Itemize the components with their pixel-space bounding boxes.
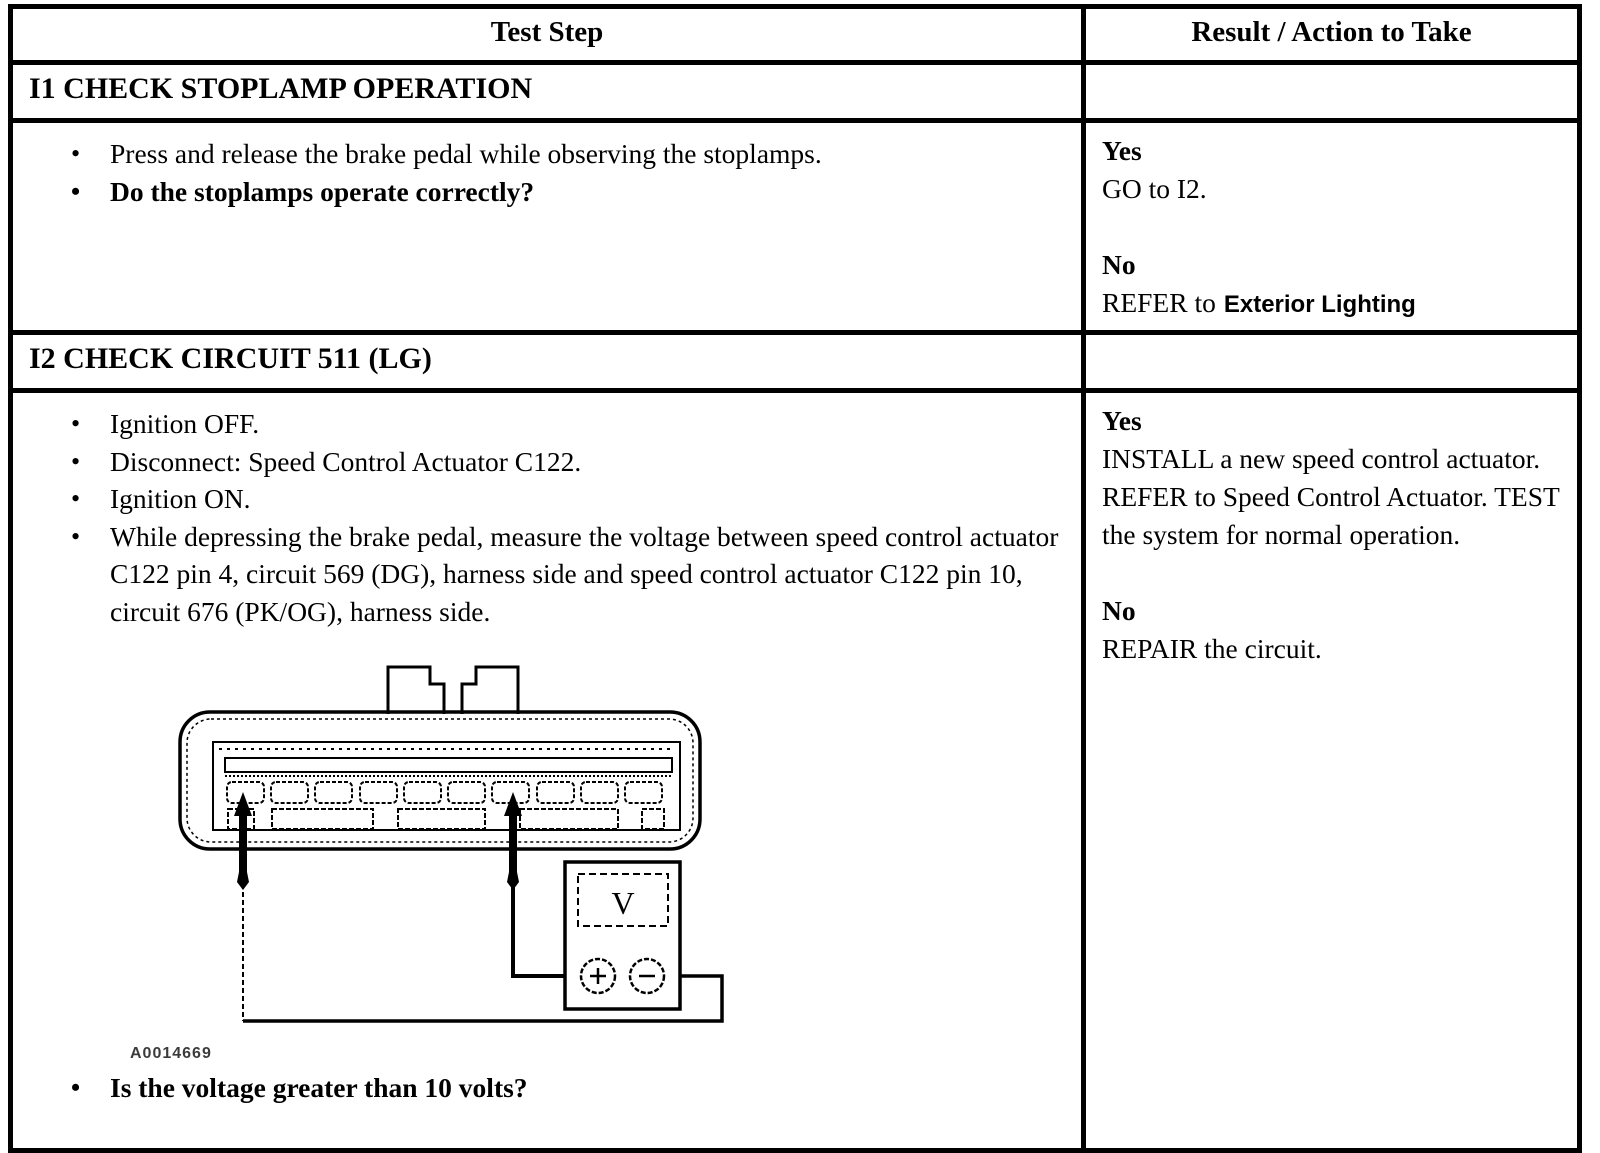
step-i1-body-row: Press and release the brake pedal while … <box>13 123 1577 335</box>
step-i1-result-cell: Yes GO to I2. No REFER to Exterior Lighti… <box>1086 123 1577 330</box>
i1-instruction-1: Press and release the brake pedal while … <box>13 135 1081 173</box>
i2-yes-action: INSTALL a new speed control actuator. RE… <box>1102 443 1560 550</box>
i2-instruction-3: Ignition ON. <box>13 480 1081 518</box>
connector-body-inner-dotted <box>186 718 694 843</box>
connector-long-slot <box>224 757 673 773</box>
voltmeter-v-glyph: V <box>611 885 634 921</box>
column-header-result: Result / Action to Take <box>1191 16 1472 48</box>
i2-no-action: REPAIR the circuit. <box>1102 633 1322 664</box>
i1-yes-label: Yes <box>1102 135 1142 166</box>
step-i2-title: I2 CHECK CIRCUIT 511 (LG) <box>13 335 1086 388</box>
voltmeter-display <box>577 873 669 927</box>
i1-no-action-text: REFER to <box>1102 287 1216 318</box>
step-i1-title-row: I1 CHECK STOPLAMP OPERATION <box>13 65 1577 123</box>
i2-instruction-4: While depressing the brake pedal, measur… <box>13 518 1081 631</box>
i2-instruction-1: Ignition OFF. <box>13 405 1081 443</box>
i2-question: Is the voltage greater than 10 volts? <box>13 1069 1081 1107</box>
i2-yes-label: Yes <box>1102 405 1142 436</box>
i1-no-action-reference: Exterior Lighting <box>1223 291 1416 318</box>
step-i1-title-result-cell <box>1086 65 1577 118</box>
i1-bullet-list: Press and release the brake pedal while … <box>13 135 1081 210</box>
wire-negative-run <box>243 974 724 1023</box>
connector-tab-right <box>460 665 520 714</box>
step-i2-result-cell: Yes INSTALL a new speed control actuator… <box>1086 393 1577 1148</box>
table-header-row: Test Step Result / Action to Take <box>13 9 1577 65</box>
connector-tab-left <box>386 665 446 714</box>
i1-no-action: REFER to Exterior Lighting <box>1102 284 1567 324</box>
connector-body <box>178 710 702 851</box>
connector-voltmeter-figure: V A0014669 <box>128 646 808 1063</box>
step-i2-body-row: Ignition OFF. Disconnect: Speed Control … <box>13 393 1577 1148</box>
step-i1-title: I1 CHECK STOPLAMP OPERATION <box>13 65 1086 118</box>
step-i2-title-row: I2 CHECK CIRCUIT 511 (LG) <box>13 335 1577 393</box>
i2-instruction-2: Disconnect: Speed Control Actuator C122. <box>13 443 1081 481</box>
column-header-test-step: Test Step <box>13 9 1086 60</box>
minus-terminal <box>628 957 666 995</box>
i1-yes-action: GO to I2. <box>1102 173 1207 204</box>
step-i2-instructions-cell: Ignition OFF. Disconnect: Speed Control … <box>13 393 1086 1148</box>
i1-no-label: No <box>1102 249 1136 280</box>
i2-bullet-list: Ignition OFF. Disconnect: Speed Control … <box>13 405 1081 630</box>
wire-positive <box>511 886 581 978</box>
lower-slot-row <box>227 808 665 830</box>
figure-callout-number: A0014669 <box>130 1045 212 1062</box>
pinpoint-test-table: Test Step Result / Action to Take I1 CHE… <box>8 4 1582 1153</box>
i1-question: Do the stoplamps operate correctly? <box>13 173 1081 211</box>
connector-diagram: V <box>178 665 724 1023</box>
plus-terminal <box>579 957 617 995</box>
step-i1-instructions-cell: Press and release the brake pedal while … <box>13 123 1086 330</box>
step-i2-title-result-cell <box>1086 335 1577 388</box>
i2-question-list: Is the voltage greater than 10 volts? <box>13 1069 1081 1107</box>
probe-arrow-pin10 <box>504 792 522 890</box>
i2-no-label: No <box>1102 595 1136 626</box>
connector-inner-frame <box>212 741 681 831</box>
pin-slot-row <box>226 781 663 804</box>
probe-arrow-pin4 <box>234 792 252 890</box>
